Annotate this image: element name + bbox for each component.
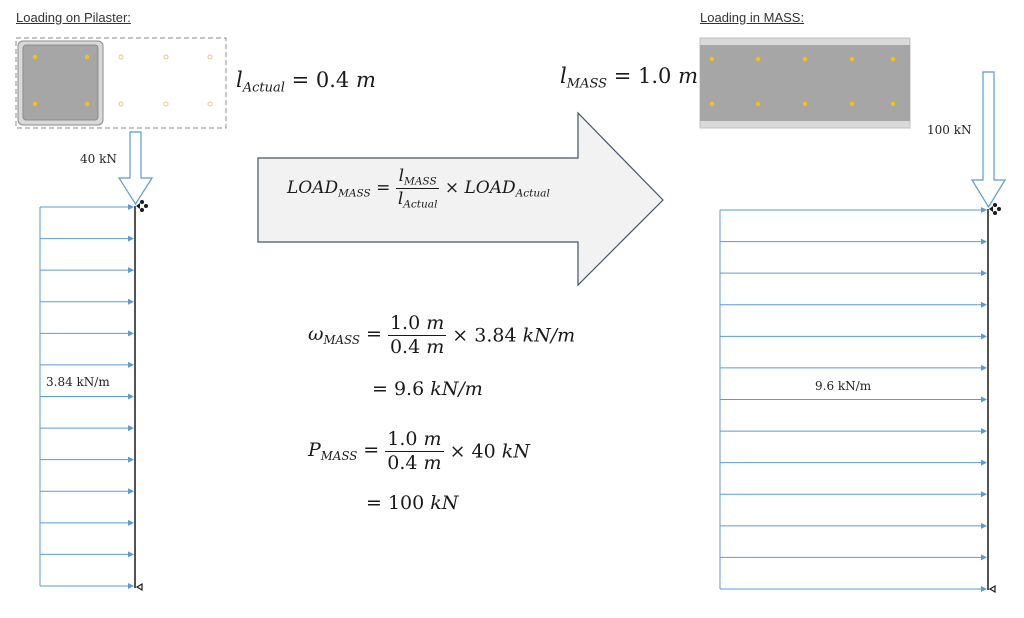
pilaster-outline	[15, 37, 227, 129]
left-point-load-arrow	[117, 131, 154, 206]
left-heading: Loading on Pilaster:	[16, 10, 131, 25]
pilaster-core	[22, 44, 99, 121]
support-roller-icon	[988, 584, 996, 594]
right-length-label: lMASS = 1.0 m	[560, 64, 699, 92]
right-heading: Loading in MASS:	[700, 10, 805, 25]
support-pin-icon	[989, 203, 1001, 215]
load-arrow-icon	[720, 207, 987, 213]
support-roller-icon	[135, 582, 143, 592]
load-arrow-icon	[40, 330, 134, 337]
rebar-dot	[849, 56, 855, 62]
pilaster-section	[15, 37, 227, 129]
ghost-rebar-dot	[207, 54, 213, 60]
load-arrow-icon	[720, 364, 987, 371]
rebar-dot	[84, 101, 90, 107]
load-arrow-icon	[40, 456, 134, 463]
load-arrow-icon	[40, 393, 134, 400]
load-arrow-icon	[720, 396, 987, 403]
rebar-dot	[890, 101, 896, 107]
load-arrow-icon	[720, 586, 987, 592]
load-arrow-icon	[40, 235, 134, 242]
load-arrow-icon	[720, 301, 987, 308]
load-arrow-icon	[40, 583, 134, 589]
rebar-dot	[32, 101, 38, 107]
load-arrow-icon	[720, 428, 987, 435]
mass-core	[700, 45, 910, 121]
right-udl-label: 9.6 kN/m	[815, 379, 872, 393]
rebar-dot	[709, 101, 715, 107]
ghost-rebar-dot	[118, 101, 124, 107]
load-arrow-icon	[40, 488, 134, 495]
left-length-label: lActual = 0.4 m	[236, 68, 376, 96]
rebar-dot	[84, 54, 90, 60]
left-udl-arrows	[39, 204, 134, 589]
load-arrow-icon	[40, 204, 134, 210]
load-arrow-icon	[40, 425, 134, 432]
load-arrow-icon	[40, 551, 134, 558]
load-arrow-icon	[720, 333, 987, 340]
load-arrow-icon	[40, 267, 134, 274]
left-udl-label: 3.84 kN/m	[46, 375, 110, 389]
load-arrow-icon	[720, 491, 987, 498]
rebar-dot	[709, 56, 715, 62]
ghost-rebar-dot	[163, 54, 169, 60]
rebar-dot	[755, 56, 761, 62]
rebar-dot	[32, 54, 38, 60]
load-arrow-icon	[720, 459, 987, 466]
rebar-dot	[802, 56, 808, 62]
rebar-dot	[755, 101, 761, 107]
point-load-result: = 100 kN	[366, 492, 459, 514]
rebar-dot	[849, 101, 855, 107]
ghost-rebar-dot	[163, 101, 169, 107]
load-arrow-icon	[40, 298, 134, 305]
rebar-dot	[890, 56, 896, 62]
mass-section	[699, 37, 911, 129]
load-arrow-icon	[720, 522, 987, 529]
rebar-dot	[802, 101, 808, 107]
load-arrow-icon	[40, 519, 134, 526]
udl-result: = 9.6 kN/m	[372, 378, 483, 400]
load-arrow-icon	[720, 554, 987, 561]
right-point-load-arrow	[970, 71, 1007, 209]
load-arrow-icon	[720, 238, 987, 245]
formula-arrow	[257, 111, 664, 287]
ghost-rebar-dot	[118, 54, 124, 60]
ghost-rebar-dot	[207, 101, 213, 107]
load-arrow-icon	[720, 270, 987, 277]
right-point-load-label: 100 kN	[927, 123, 972, 137]
right-udl-arrows	[719, 207, 987, 592]
support-pin-icon	[136, 200, 148, 212]
left-point-load-label: 40 kN	[80, 152, 117, 166]
load-arrow-icon	[40, 361, 134, 368]
